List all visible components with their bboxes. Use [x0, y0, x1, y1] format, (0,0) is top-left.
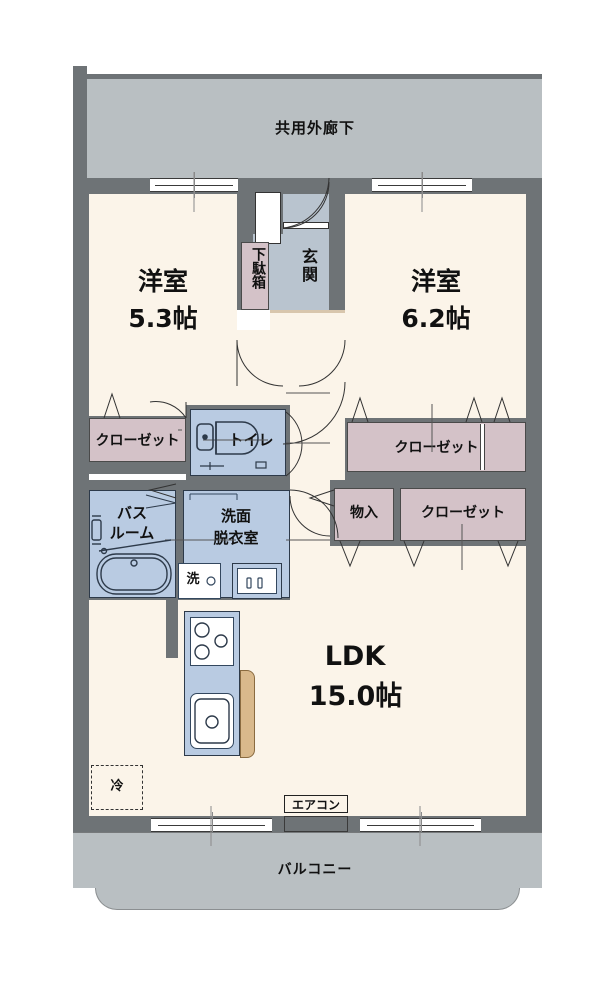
- cooktop: [190, 617, 234, 666]
- window-right-bedroom: [372, 172, 472, 198]
- window-left-bedroom: [150, 172, 238, 198]
- entrance-door-sill: [283, 222, 329, 229]
- ldk-size: 15.0帖: [308, 681, 403, 712]
- western-room-left-floor: [89, 194, 237, 416]
- western-room-right-floor: [345, 194, 526, 418]
- monoire-label: 物入: [350, 505, 378, 521]
- bath-room-label-line2: ルーム: [109, 524, 155, 542]
- bath-room-label-line1: バス: [116, 504, 147, 522]
- common-corridor-area: [87, 78, 542, 178]
- closet-ldk-label: クローゼット: [421, 505, 505, 521]
- outer-wall-right: [526, 178, 542, 832]
- washroom-label-line1: 洗面: [220, 507, 251, 525]
- washer-label: 洗: [186, 572, 200, 587]
- window-ldk-right: [360, 812, 481, 838]
- closet-left-bedroom: [89, 418, 186, 462]
- western-room-right-label: 洋室: [410, 267, 461, 296]
- monoire-storage: [334, 488, 394, 541]
- hallway-floor-upper: [237, 330, 345, 410]
- closet-right-bedroom-label: クローゼット: [394, 440, 479, 456]
- western-room-right-size: 6.2帖: [401, 304, 471, 333]
- ldk-floor: [89, 598, 526, 816]
- ldk-label: LDK: [324, 641, 386, 672]
- refrigerator-label: 冷: [110, 779, 124, 794]
- shoe-cabinet-label: 下駄箱: [250, 247, 266, 289]
- closet-right-door-gap: [480, 424, 485, 470]
- shoe-cabinet: [241, 242, 269, 310]
- western-room-left-label: 洋室: [137, 267, 188, 296]
- genkan-threshold: [270, 307, 345, 313]
- corridor-top-edge: [87, 74, 542, 79]
- window-ldk-left: [151, 812, 272, 838]
- corridor-label: 共用外廊下: [274, 119, 355, 137]
- closet-ldk: [400, 488, 526, 541]
- outer-wall-left: [73, 178, 89, 832]
- western-room-left-size: 5.3帖: [128, 304, 198, 333]
- entry-wall-right: [329, 178, 345, 310]
- air-conditioner-label: エアコン: [284, 795, 348, 813]
- kitchen-sink: [190, 693, 234, 749]
- refrigerator-space: [91, 765, 143, 810]
- entry-door-panel: [255, 192, 281, 244]
- toilet-label: トイレ: [228, 431, 274, 449]
- balcony-label: バルコニー: [277, 862, 353, 878]
- genkan-label: 玄関: [299, 248, 318, 284]
- kitchen-wall-left: [166, 598, 178, 658]
- closet-left-bedroom-label: クローゼット: [95, 433, 180, 449]
- balcony-area: [73, 832, 542, 888]
- balcony-outer-band: [95, 888, 520, 910]
- vanity-basin: [237, 568, 277, 594]
- closet-right-bedroom: [347, 422, 526, 472]
- kitchen-wood-counter: [240, 670, 255, 758]
- washroom-label-line2: 脱衣室: [213, 529, 259, 547]
- air-conditioner-unit: [284, 816, 348, 832]
- corridor-left-wall: [73, 66, 87, 178]
